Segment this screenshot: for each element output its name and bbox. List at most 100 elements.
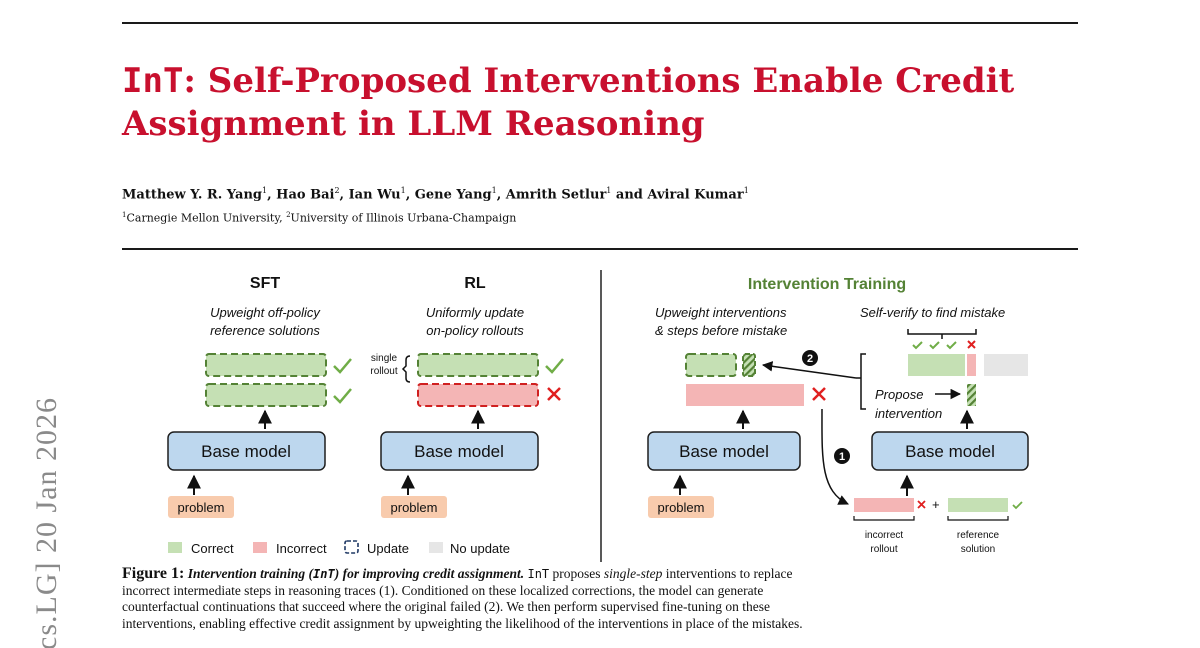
sft-title: SFT	[250, 275, 280, 292]
int-right-base-model-label: Base model	[905, 442, 995, 461]
rollout-arrow	[821, 408, 849, 505]
caption-text: interventions to replace	[662, 566, 793, 581]
rl-incorrect-step	[417, 383, 539, 407]
cross-icon	[547, 387, 561, 401]
affiliations: 1Carnegie Mellon University, 2University…	[122, 211, 517, 225]
rl-desc: on-policy rollouts	[426, 323, 524, 338]
affil-mark: 1	[122, 211, 127, 219]
figure-caption: Figure 1: Intervention training (InT) fo…	[122, 565, 1082, 632]
figure-diagram: SFT Upweight off-policy reference soluti…	[167, 270, 1029, 562]
cross-icon	[917, 500, 926, 509]
affil-mark: 2	[286, 211, 291, 219]
caption-lead-mono: InT	[313, 567, 335, 581]
caption-line: Figure 1: Intervention training (InT) fo…	[122, 565, 1082, 583]
verify-bracket	[907, 329, 977, 339]
reference-solution-label: reference	[957, 530, 1000, 541]
sft-panel: SFT Upweight off-policy reference soluti…	[167, 275, 352, 518]
caption-label: Figure 1:	[122, 565, 185, 582]
legend-no-update-label: No update	[450, 541, 510, 556]
check-icon	[929, 341, 940, 350]
reference-solution-label: solution	[961, 544, 995, 555]
author-affil-mark: 1	[491, 186, 497, 195]
top-rule	[122, 22, 1078, 24]
propose-label: intervention	[875, 406, 942, 421]
legend-no-update-swatch	[429, 542, 443, 553]
cross-icon	[967, 340, 976, 349]
propose-label: Propose	[875, 387, 923, 402]
single-rollout-label: single	[371, 353, 398, 364]
sft-correct-step	[205, 383, 327, 407]
legend-incorrect-swatch	[253, 542, 267, 553]
legend-correct-swatch	[168, 542, 182, 553]
author: Ian Wu	[348, 187, 401, 203]
check-icon	[333, 358, 352, 374]
arrow-icon	[761, 361, 857, 379]
caption-lead: Intervention training (InT) for improvin…	[188, 566, 524, 581]
int-problem-label: problem	[658, 500, 705, 515]
rollout-bracket	[853, 516, 915, 521]
caption-line: incorrect intermediate steps in reasonin…	[122, 582, 764, 598]
int-incorrect-rollout	[686, 384, 804, 406]
legend-correct-label: Correct	[191, 541, 234, 556]
affiliation: Carnegie Mellon University	[126, 211, 280, 225]
arxiv-margin-stamp: cs.LG] 20 Jan 2026	[20, 320, 70, 648]
verified-correct-steps	[908, 354, 965, 376]
title-method-name: InT	[122, 61, 184, 101]
selection-bracket	[856, 353, 866, 410]
int-left-desc: & steps before mistake	[655, 323, 787, 338]
step-2-label: 2	[807, 353, 813, 365]
int-title: Intervention Training	[748, 276, 906, 293]
author-list: Matthew Y. R. Yang1, Hao Bai2, Ian Wu1, …	[122, 186, 749, 203]
int-right-base-model-box	[871, 431, 1029, 471]
caption-emphasis: single-step	[603, 566, 663, 581]
check-icon	[333, 388, 352, 404]
sft-base-model-label: Base model	[201, 442, 291, 461]
incorrect-rollout-label: rollout	[870, 544, 897, 555]
caption-mono: InT	[527, 567, 550, 581]
author: Hao Bai	[276, 187, 335, 203]
rl-title: RL	[464, 275, 486, 292]
solution-bracket	[947, 516, 1009, 521]
author-affil-mark: 1	[606, 186, 612, 195]
check-icon	[946, 341, 957, 350]
rl-base-model-box	[380, 431, 539, 471]
paper-title: InT: Self-Proposed Interventions Enable …	[122, 60, 1082, 146]
author: Aviral Kumar	[647, 187, 744, 203]
sft-problem-label: problem	[178, 500, 225, 515]
rl-panel: RL Uniformly update on-policy rollouts s…	[370, 275, 564, 518]
arxiv-stamp-text: cs.LG] 20 Jan 2026	[30, 397, 63, 648]
bracket-icon	[401, 355, 411, 383]
sft-correct-step	[205, 353, 327, 377]
step-1-label: 1	[839, 451, 845, 463]
rl-correct-step	[417, 353, 539, 377]
legend-update-swatch	[344, 540, 359, 554]
int-upweighted-step	[685, 353, 737, 377]
intervention-step	[967, 384, 976, 406]
int-left-desc: Upweight interventions	[655, 305, 787, 320]
rl-base-model-label: Base model	[414, 442, 504, 461]
int-left-base-model-label: Base model	[679, 442, 769, 461]
author: Amrith Setlur	[505, 187, 607, 203]
no-update-steps	[984, 354, 1028, 376]
int-upweighted-intervention	[742, 353, 756, 377]
single-rollout-label: rollout	[370, 366, 397, 377]
check-icon	[545, 358, 564, 374]
caption-line: interventions, enabling effective credit…	[122, 615, 803, 631]
author: Gene Yang	[414, 187, 492, 203]
check-icon	[1012, 501, 1023, 510]
author-affil-mark: 1	[262, 186, 268, 195]
rl-problem-label: problem	[391, 500, 438, 515]
int-right-desc: Self-verify to find mistake	[860, 305, 1005, 320]
sft-desc: reference solutions	[210, 323, 320, 338]
sft-problem-box	[168, 496, 234, 518]
legend: Correct Incorrect Update No update	[168, 540, 510, 556]
caption-lead-text: ) for improving credit assignment.	[334, 566, 525, 581]
check-icon	[912, 341, 923, 350]
incorrect-rollout-label: incorrect	[865, 530, 904, 541]
legend-incorrect-label: Incorrect	[276, 541, 327, 556]
step-2-badge	[802, 350, 818, 366]
caption-line: counterfactual continuations that succee…	[122, 599, 770, 614]
author-affil-mark: 2	[334, 186, 340, 195]
input-reference-solution	[948, 498, 1008, 512]
input-incorrect-rollout	[854, 498, 914, 512]
